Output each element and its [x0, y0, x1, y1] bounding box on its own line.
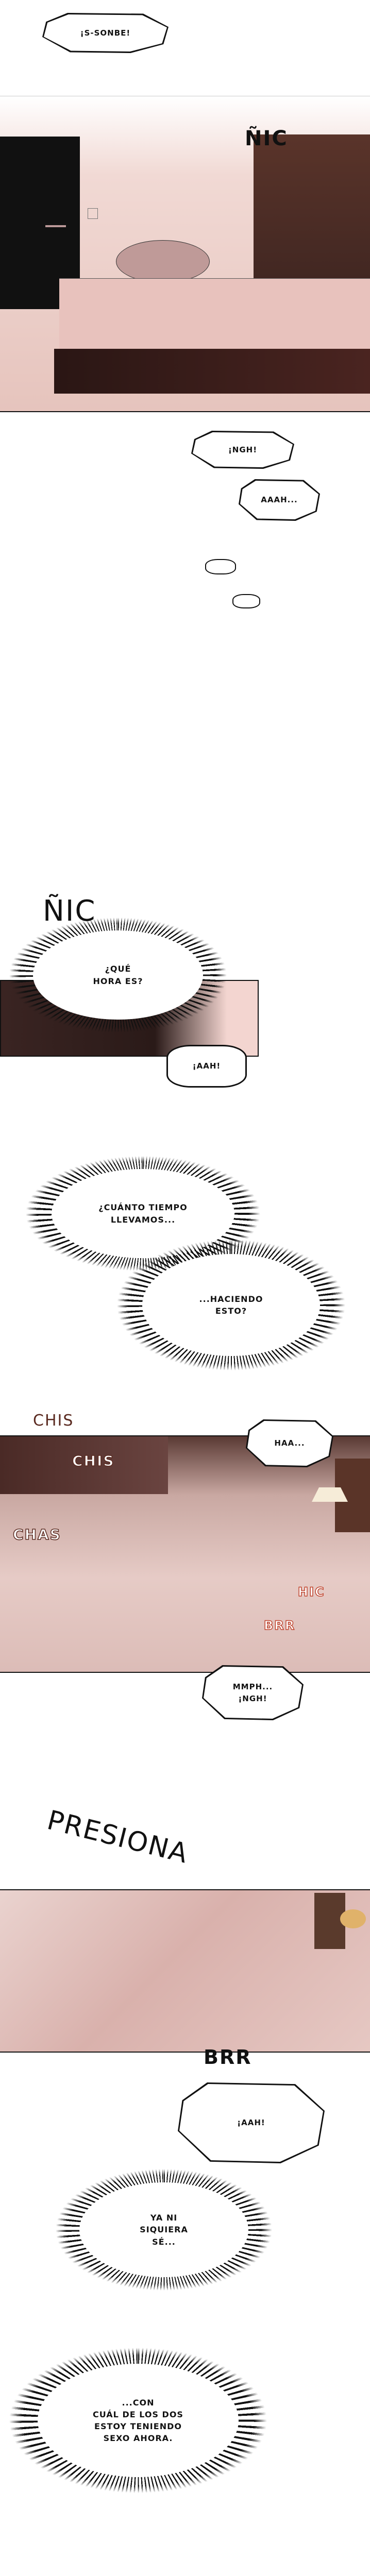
- small-bubble: [205, 559, 236, 574]
- sfx-presiona: PRESIONA: [44, 1805, 192, 1870]
- thought-burst-ya-ni: YA NI SIQUIERA SÉ...: [56, 2169, 272, 2291]
- sfx-brr: BRR: [204, 2046, 252, 2069]
- thought-burst-haciendo: ...HACIENDO ESTO?: [117, 1240, 345, 1370]
- sfx-chis: CHIS: [72, 1452, 115, 1470]
- panel-closeup: [0, 1889, 370, 2053]
- small-bubble: [232, 594, 260, 608]
- panel-bed-scene: CHIS CHAS HIC BRR: [0, 1435, 370, 1673]
- sfx-chis: CHIS: [33, 1412, 74, 1430]
- sfx-nic: ÑIC: [245, 127, 288, 150]
- speech-bubble-sonbe: ¡S-SONBE!: [42, 13, 169, 53]
- speech-bubble-haa: HAA...: [246, 1419, 333, 1467]
- speech-bubble-mmph: MMPH... ¡NGH!: [202, 1665, 304, 1720]
- speech-bubble-aah: ¡AAH!: [178, 2082, 325, 2163]
- sfx-hic: HIC: [297, 1584, 325, 1600]
- door-knob: [340, 1909, 366, 1928]
- wall-dark: [0, 1436, 168, 1494]
- thought-burst-que-hora: ¿QUÉ HORA ES?: [9, 918, 227, 1032]
- bed-frame: [54, 349, 370, 394]
- panel-bedroom: ÑIC: [0, 96, 370, 412]
- speech-bubble-aah: ¡AAH!: [166, 1045, 247, 1088]
- light-switch: [88, 208, 98, 219]
- door-handle: [45, 225, 66, 227]
- pillow: [116, 240, 210, 283]
- speech-bubble-ngh: ¡NGH!: [191, 431, 294, 469]
- sfx-brr: BRR: [263, 1618, 296, 1633]
- bed-mattress: [59, 278, 370, 352]
- thought-burst-con-cual: ...CON CUÁL DE LOS DOS ESTOY TENIENDO SE…: [9, 2348, 267, 2493]
- lamp: [312, 1487, 348, 1502]
- speech-bubble-aaah: AAAH...: [239, 479, 320, 521]
- sfx-chas: CHAS: [12, 1526, 61, 1544]
